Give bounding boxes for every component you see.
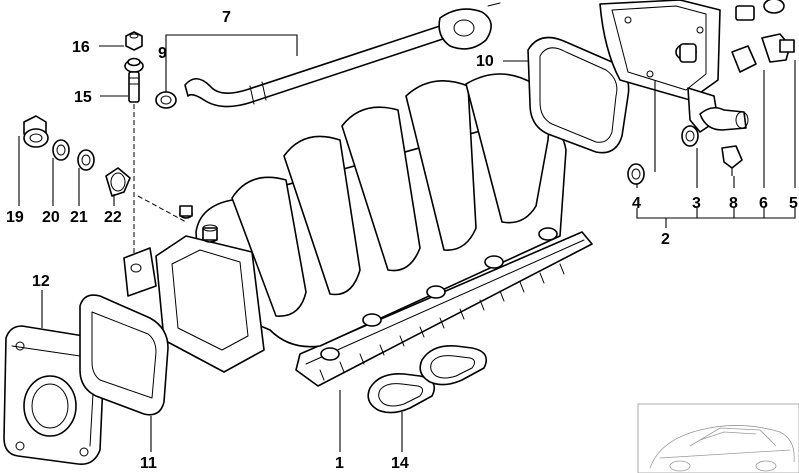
part-9-o-ring: [155, 91, 177, 109]
part-20-washer: [52, 139, 70, 161]
label-1: 1: [335, 455, 344, 472]
label-9: 9: [158, 45, 167, 62]
part-2-connection-housing: [599, 0, 721, 133]
label-20: 20: [42, 209, 60, 226]
label-10: 10: [476, 53, 494, 70]
leader-22-dashed: [137, 195, 187, 223]
label-2: 2: [661, 231, 670, 248]
part-10-gasket: [527, 36, 630, 154]
part-14-seals: [367, 344, 488, 414]
label-16: 16: [72, 39, 90, 56]
label-8: 8: [729, 195, 738, 212]
part-16-nut: [125, 31, 143, 51]
part-7-vent-hose: [184, 2, 501, 108]
label-22: 22: [104, 209, 122, 226]
part-21-washer: [77, 149, 95, 171]
label-19: 19: [6, 209, 24, 226]
label-11: 11: [140, 455, 157, 472]
part-22-sleeve: [105, 167, 131, 197]
part-15-stud-bolt: [124, 57, 144, 103]
label-12: 12: [32, 273, 50, 290]
leader-lines: [18, 34, 796, 452]
label-5: 5: [789, 195, 798, 212]
part-1-intake-manifold: [123, 73, 593, 387]
label-4: 4: [632, 195, 641, 212]
label-7: 7: [222, 9, 231, 26]
part-12-throttle-body: [3, 325, 105, 466]
part-labels: 7 16 9 10 15 19 20 21 22 4 3 8 6 5 2 12 …: [6, 9, 798, 472]
part-11-gasket: [79, 294, 169, 416]
part-2-fittings: [627, 0, 795, 185]
label-3: 3: [692, 195, 701, 212]
vehicle-thumbnail: [637, 403, 799, 473]
label-15: 15: [74, 89, 92, 106]
label-21: 21: [70, 209, 88, 226]
part-19-plug: [23, 115, 49, 148]
label-14: 14: [391, 455, 409, 472]
label-6: 6: [759, 195, 768, 212]
